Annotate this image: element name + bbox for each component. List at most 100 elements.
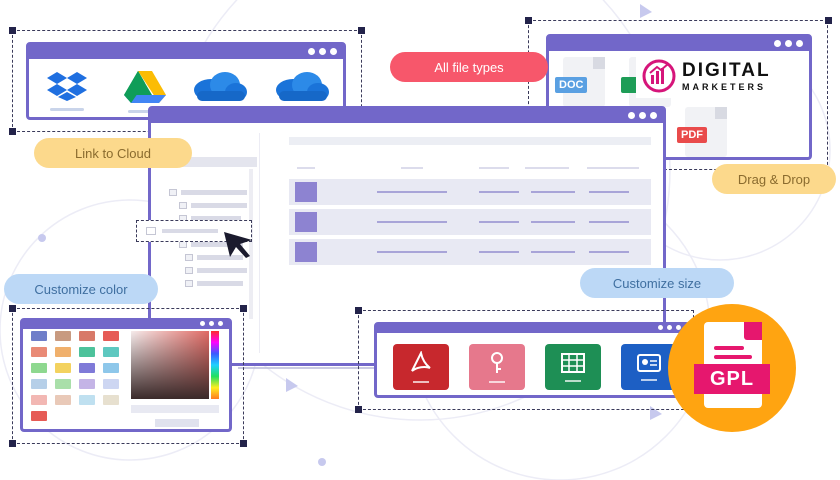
sidebar-scroll[interactable] (249, 169, 253, 319)
key-icon (491, 352, 503, 373)
dragged-item-icon (146, 227, 156, 235)
brand-name: DIGITAL (682, 59, 771, 81)
table-row[interactable] (289, 179, 651, 205)
selection-handle[interactable] (240, 305, 247, 312)
id-card-icon (637, 354, 661, 372)
gpl-badge: GPL (668, 304, 796, 432)
pdf-format-tile[interactable] (393, 344, 449, 390)
format-icons-window (374, 322, 690, 398)
tree-toggle[interactable] (185, 267, 193, 274)
selection-handle[interactable] (9, 27, 16, 34)
dragged-item-label (162, 229, 218, 233)
tree-toggle[interactable] (179, 202, 187, 209)
color-swatch[interactable] (55, 395, 71, 405)
tree-toggle[interactable] (185, 254, 193, 261)
color-swatch[interactable] (55, 347, 71, 357)
selection-handle[interactable] (358, 27, 365, 34)
tree-item[interactable] (197, 281, 243, 286)
selection-handle[interactable] (525, 17, 532, 24)
google-drive-icon (124, 71, 166, 103)
table-header-cell (525, 167, 569, 169)
color-swatch[interactable] (103, 395, 119, 405)
spreadsheet-format-tile[interactable] (545, 344, 601, 390)
cloud-service-onedrive[interactable] (189, 71, 249, 111)
callout-customize-color: Customize color (4, 274, 158, 304)
window-controls (628, 112, 657, 119)
tree-item[interactable] (197, 268, 247, 273)
tree-item[interactable] (191, 203, 247, 208)
file-thumbnail (295, 242, 317, 262)
key-format-tile[interactable] (469, 344, 525, 390)
spreadsheet-icon (561, 353, 585, 373)
table-header-cell (297, 167, 315, 169)
color-swatch[interactable] (79, 395, 95, 405)
color-swatch[interactable] (103, 347, 119, 357)
color-picker-selection (12, 308, 244, 444)
file-thumbnail (295, 182, 317, 202)
cloud-services-window (26, 42, 346, 120)
tree-item[interactable] (191, 242, 243, 247)
tree-toggle[interactable] (185, 280, 193, 287)
color-swatch[interactable] (31, 347, 47, 357)
color-swatch-custom[interactable] (31, 411, 47, 421)
color-swatch[interactable] (55, 363, 71, 373)
selection-handle[interactable] (825, 17, 832, 24)
pdf-file-label: PDF (677, 127, 707, 143)
window-title-bar (151, 109, 663, 123)
color-swatch[interactable] (103, 363, 119, 373)
selection-handle[interactable] (240, 440, 247, 447)
color-gradient-field[interactable] (131, 331, 209, 399)
color-swatch[interactable] (79, 379, 95, 389)
window-title-bar (23, 321, 229, 329)
selection-handle[interactable] (9, 128, 16, 135)
id-card-format-tile[interactable] (621, 344, 677, 390)
color-swatch[interactable] (55, 331, 71, 341)
gpl-label: GPL (694, 364, 770, 394)
tree-toggle[interactable] (179, 241, 187, 248)
cloud-service-dropbox[interactable] (37, 71, 97, 111)
callout-all-file-types: All file types (390, 52, 548, 82)
selection-handle[interactable] (9, 440, 16, 447)
bar-chart-icon (642, 59, 676, 93)
sidebar-divider (259, 133, 260, 353)
color-swatch[interactable] (31, 379, 47, 389)
window-controls (774, 40, 803, 47)
doc-file-label: DOC (555, 77, 588, 93)
tree-item[interactable] (191, 216, 241, 221)
callout-customize-size: Customize size (580, 268, 734, 298)
hue-slider[interactable] (211, 331, 219, 399)
window-title-bar (377, 325, 687, 333)
selection-handle[interactable] (355, 406, 362, 413)
color-swatch[interactable] (55, 379, 71, 389)
tree-item[interactable] (181, 190, 247, 195)
cloud-service-onedrive-business[interactable] (271, 71, 331, 111)
sidebar-header (175, 157, 257, 167)
tree-item[interactable] (197, 255, 243, 260)
window-title-bar (29, 45, 343, 59)
table-row[interactable] (289, 239, 651, 265)
pdf-file-icon[interactable]: PDF (677, 107, 727, 157)
apply-button[interactable] (155, 419, 199, 427)
brand-tagline: MARKETERS (682, 81, 767, 92)
window-controls (308, 48, 337, 55)
color-swatch[interactable] (103, 331, 119, 341)
color-swatch[interactable] (31, 363, 47, 373)
table-row[interactable] (289, 209, 651, 235)
hex-input[interactable] (131, 405, 219, 413)
color-swatch[interactable] (79, 331, 95, 341)
color-swatch[interactable] (79, 347, 95, 357)
table-toolbar (289, 137, 651, 145)
onedrive-icon (194, 72, 247, 101)
color-swatch[interactable] (31, 395, 47, 405)
selection-handle[interactable] (9, 305, 16, 312)
color-swatch[interactable] (103, 379, 119, 389)
pdf-icon (411, 351, 431, 372)
color-swatch[interactable] (31, 331, 47, 341)
cloud-service-google-drive[interactable] (115, 71, 175, 113)
selection-handle[interactable] (355, 307, 362, 314)
window-controls (200, 321, 223, 326)
doc-file-icon[interactable]: DOC (555, 57, 605, 107)
tree-toggle[interactable] (169, 189, 177, 196)
dropbox-icon (47, 72, 87, 101)
color-swatch[interactable] (79, 363, 95, 373)
